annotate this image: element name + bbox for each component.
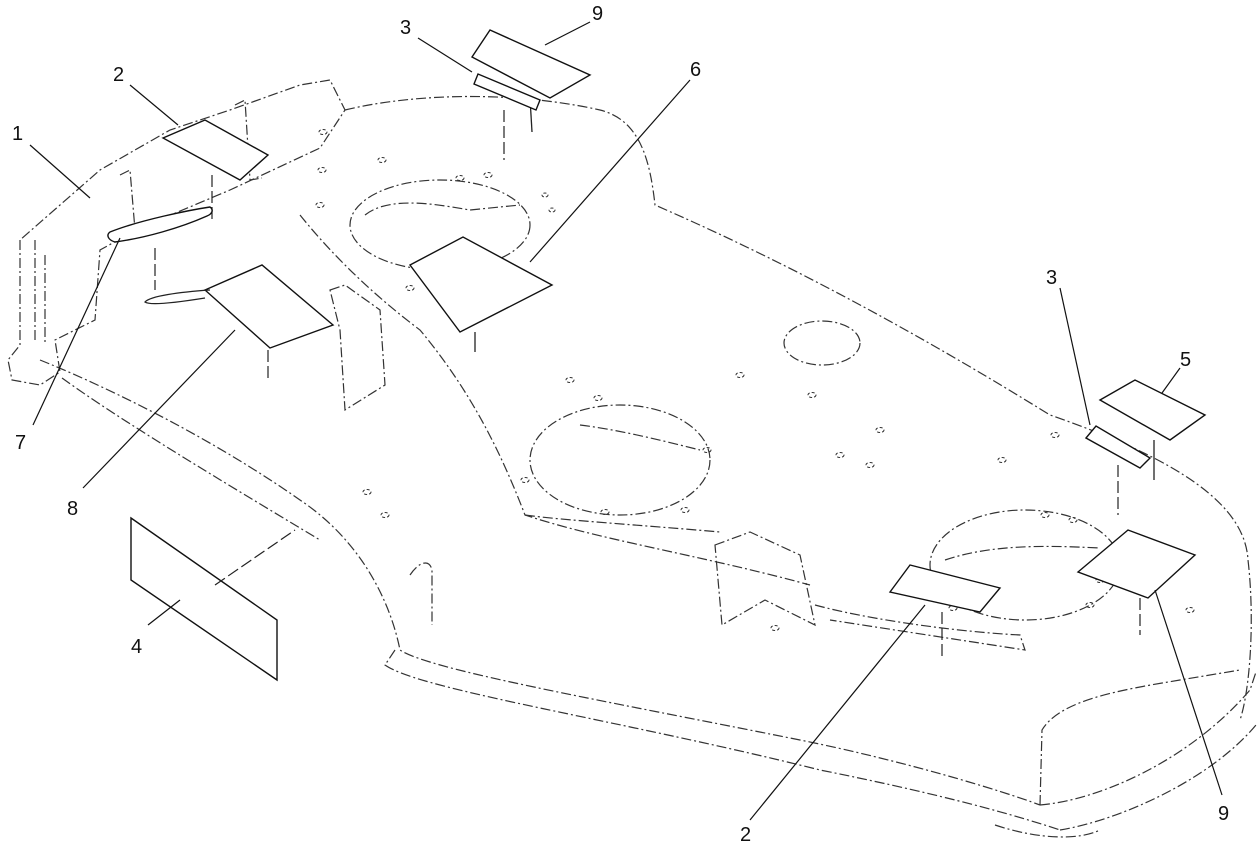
decal-9-bottom <box>1076 529 1197 635</box>
callout-1: 1 <box>12 123 23 145</box>
decal-2-top-left <box>161 119 270 220</box>
decal-5 <box>1098 379 1207 480</box>
callout-2-bottom: 2 <box>740 824 751 846</box>
decal-4 <box>130 516 296 682</box>
decal-3-right <box>1084 425 1152 515</box>
decal-7-strip <box>107 206 213 290</box>
mounting-holes <box>315 129 1195 631</box>
callout-labels: 1 2 3 9 6 7 8 4 3 5 2 9 <box>12 3 1229 846</box>
decal-8 <box>144 264 335 378</box>
callout-4: 4 <box>131 636 142 658</box>
decal-6 <box>408 236 554 352</box>
callout-9-top: 9 <box>592 3 603 25</box>
callout-3-top: 3 <box>400 17 411 39</box>
callout-9-bottom: 9 <box>1218 803 1229 825</box>
callout-8: 8 <box>67 498 78 520</box>
decal-3-top <box>473 73 541 160</box>
callout-6: 6 <box>690 59 701 81</box>
callout-2-top: 2 <box>113 64 124 86</box>
mower-deck-outline <box>7 79 1257 838</box>
decal-2-bottom <box>888 564 1002 660</box>
callout-3-right: 3 <box>1046 267 1057 289</box>
callout-5: 5 <box>1180 349 1191 371</box>
leader-lines <box>29 21 1223 821</box>
callout-7: 7 <box>15 432 26 454</box>
